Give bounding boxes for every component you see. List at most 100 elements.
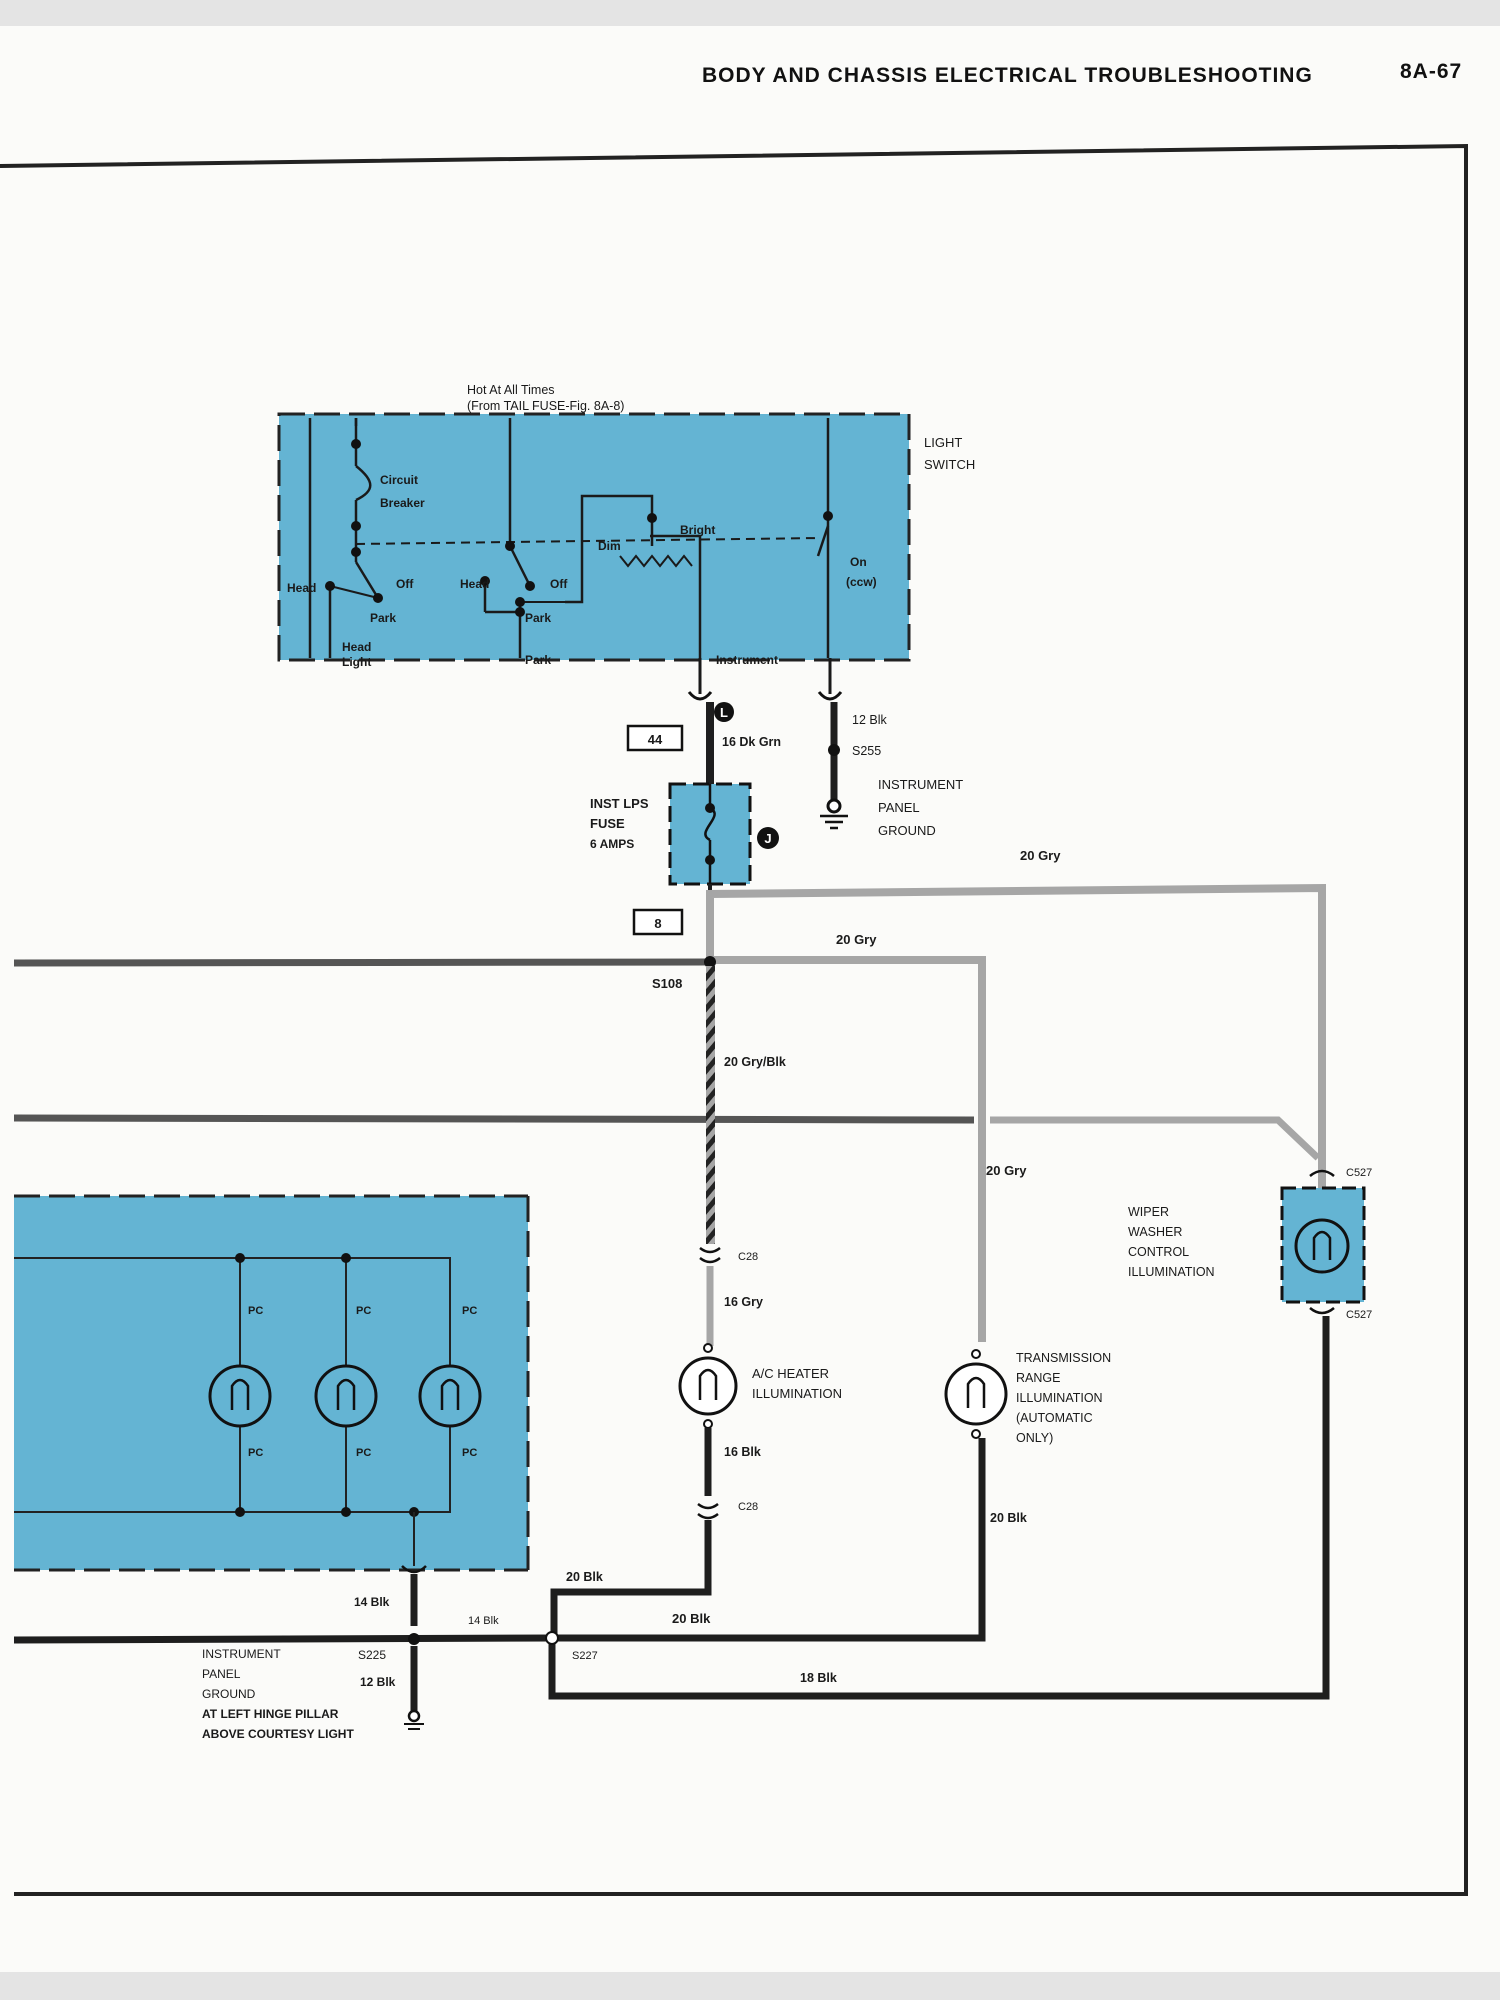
- circuit-breaker-label-2: Breaker: [380, 496, 425, 510]
- wire-20-gry-blk: [706, 966, 715, 1244]
- park-label-3: Park: [525, 653, 551, 667]
- light-switch-label-1: LIGHT: [924, 435, 962, 450]
- fuse-block-j-label: J: [764, 831, 771, 846]
- head-label-1: Head: [287, 581, 316, 595]
- wire-20-blk-trans-label: 20 Blk: [990, 1511, 1027, 1525]
- page-number: 8A-67: [1400, 60, 1463, 83]
- on-label-1: On: [850, 555, 867, 569]
- park-label-1: Park: [370, 611, 396, 625]
- ip-ground2-label-1: INSTRUMENT: [202, 1647, 281, 1661]
- transmission-range-bulb: [944, 1349, 1008, 1439]
- wire-18-blk-label: 18 Blk: [800, 1671, 837, 1685]
- ip-ground2-label-3: GROUND: [202, 1687, 256, 1701]
- instrument-label: Instrument: [716, 653, 778, 667]
- park-label-2: Park: [525, 611, 551, 625]
- splice-s255: [828, 744, 840, 756]
- ip-ground2-label-5: ABOVE COURTESY LIGHT: [202, 1727, 354, 1741]
- wire-12-blk-b-label: 12 Blk: [360, 1675, 396, 1689]
- c527-top-label: C527: [1346, 1167, 1372, 1179]
- head-label-2: Head: [460, 577, 489, 591]
- ip-ground2-label-4: AT LEFT HINGE PILLAR: [202, 1707, 339, 1721]
- circuit-44-box: [626, 724, 684, 752]
- bright-label: Bright: [680, 523, 715, 537]
- diagram-frame: [0, 143, 1468, 1896]
- splice-s225: [408, 1633, 420, 1645]
- c28-top-label: C28: [738, 1251, 758, 1263]
- trans-label-3: ILLUMINATION: [1016, 1391, 1103, 1405]
- ip-ground-label-2: PANEL: [878, 800, 920, 815]
- fuse-label-1: INST LPS: [590, 796, 649, 811]
- pc-label-5: PC: [356, 1447, 371, 1459]
- circuit-breaker-label-1: Circuit: [380, 473, 418, 487]
- wire-20-blk-a-label: 20 Blk: [566, 1570, 603, 1584]
- page-header-title: BODY AND CHASSIS ELECTRICAL TROUBLESHOOT…: [702, 64, 1313, 87]
- wire-16-dk-grn-label: 16 Dk Grn: [722, 735, 781, 749]
- wire-14-blk-horiz-label: 14 Blk: [468, 1615, 499, 1627]
- wire-20-gry-mid-label: 20 Gry: [836, 932, 877, 947]
- splice-s227-label: S227: [572, 1650, 598, 1662]
- c28-bottom-label: C28: [738, 1501, 758, 1513]
- connector-l-marker: [714, 702, 734, 722]
- wire-20-blk-b-label: 20 Blk: [672, 1611, 711, 1626]
- trans-label-1: TRANSMISSION: [1016, 1351, 1111, 1365]
- c527-bottom-label: C527: [1346, 1309, 1372, 1321]
- pc-label-6: PC: [462, 1447, 477, 1459]
- manual-page: BODY AND CHASSIS ELECTRICAL TROUBLESHOOT…: [0, 26, 1500, 1972]
- pc-label-1: PC: [248, 1305, 263, 1317]
- dim-label: Dim: [598, 539, 621, 553]
- fuse-label-2: FUSE: [590, 816, 625, 831]
- wire-20-gry-mid: [710, 956, 986, 1342]
- fuse-label-3: 6 AMPS: [590, 837, 634, 851]
- splice-s255-label: S255: [852, 744, 881, 758]
- head-light-label-1: Head: [342, 640, 371, 654]
- ip-ground-label-1: INSTRUMENT: [878, 777, 963, 792]
- source-label-1: Hot At All Times: [467, 383, 555, 397]
- pc-label-4: PC: [248, 1447, 263, 1459]
- wire-20-gry-blk-label: 20 Gry/Blk: [724, 1055, 786, 1069]
- wiper-washer-illumination: [1280, 1186, 1366, 1304]
- off-label-2: Off: [550, 577, 568, 591]
- splice-s227: [545, 1631, 559, 1645]
- pc-label-3: PC: [462, 1305, 477, 1317]
- off-label-1: Off: [396, 577, 414, 591]
- wire-12-blk-label: 12 Blk: [852, 713, 887, 727]
- wire-16-gry-label: 16 Gry: [724, 1295, 763, 1309]
- splice-s225-label: S225: [358, 1648, 386, 1662]
- head-light-label-2: Light: [342, 655, 371, 669]
- trans-label-2: RANGE: [1016, 1371, 1060, 1385]
- wire-18-blk: [548, 1316, 1330, 1700]
- on-label-2: (ccw): [846, 575, 877, 589]
- ac-heater-bulb: [678, 1343, 738, 1429]
- pc-label-2: PC: [356, 1305, 371, 1317]
- splice-s108: [704, 956, 716, 968]
- ip-ground2-label-2: PANEL: [202, 1667, 241, 1681]
- wiper-label-2: WASHER: [1128, 1225, 1182, 1239]
- trans-label-4: (AUTOMATIC: [1016, 1411, 1093, 1425]
- fuse-block-j-marker: [757, 827, 779, 849]
- source-label-2: (From TAIL FUSE-Fig. 8A-8): [467, 399, 624, 413]
- wire-20-gry-side-label: 20 Gry: [986, 1163, 1027, 1178]
- bus-line-lower-gry: [990, 1116, 1321, 1161]
- light-switch-label-2: SWITCH: [924, 457, 975, 472]
- circuit-44-label: 44: [648, 732, 663, 747]
- wiper-label-1: WIPER: [1128, 1205, 1169, 1219]
- circuit-8-box: [632, 908, 684, 936]
- wiring-diagram: Hot At All Times (From TAIL FUSE-Fig. 8A…: [0, 143, 1468, 1896]
- trans-label-5: ONLY): [1016, 1431, 1053, 1445]
- wire-20-gry-top: [706, 883, 1326, 1194]
- wire-16-blk-label: 16 Blk: [724, 1445, 761, 1459]
- light-switch: Hot At All Times (From TAIL FUSE-Fig. 8A…: [277, 383, 975, 694]
- wire-20-blk-a: [550, 1520, 712, 1636]
- splice-s108-label: S108: [652, 976, 682, 991]
- inst-lps-fuse: [668, 782, 752, 886]
- bus-line-lower: [13, 1114, 975, 1124]
- wire-14-blk-horiz: [13, 1634, 555, 1644]
- wiper-label-3: CONTROL: [1128, 1245, 1189, 1259]
- bus-line-upper: [13, 958, 711, 967]
- ip-ground-label-3: GROUND: [878, 823, 936, 838]
- circuit-8-label: 8: [654, 916, 661, 931]
- ac-heater-label-2: ILLUMINATION: [752, 1386, 842, 1401]
- wire-14-blk-vert-label: 14 Blk: [354, 1595, 390, 1609]
- wiper-label-4: ILLUMINATION: [1128, 1265, 1215, 1279]
- connector-l-label: L: [720, 705, 728, 720]
